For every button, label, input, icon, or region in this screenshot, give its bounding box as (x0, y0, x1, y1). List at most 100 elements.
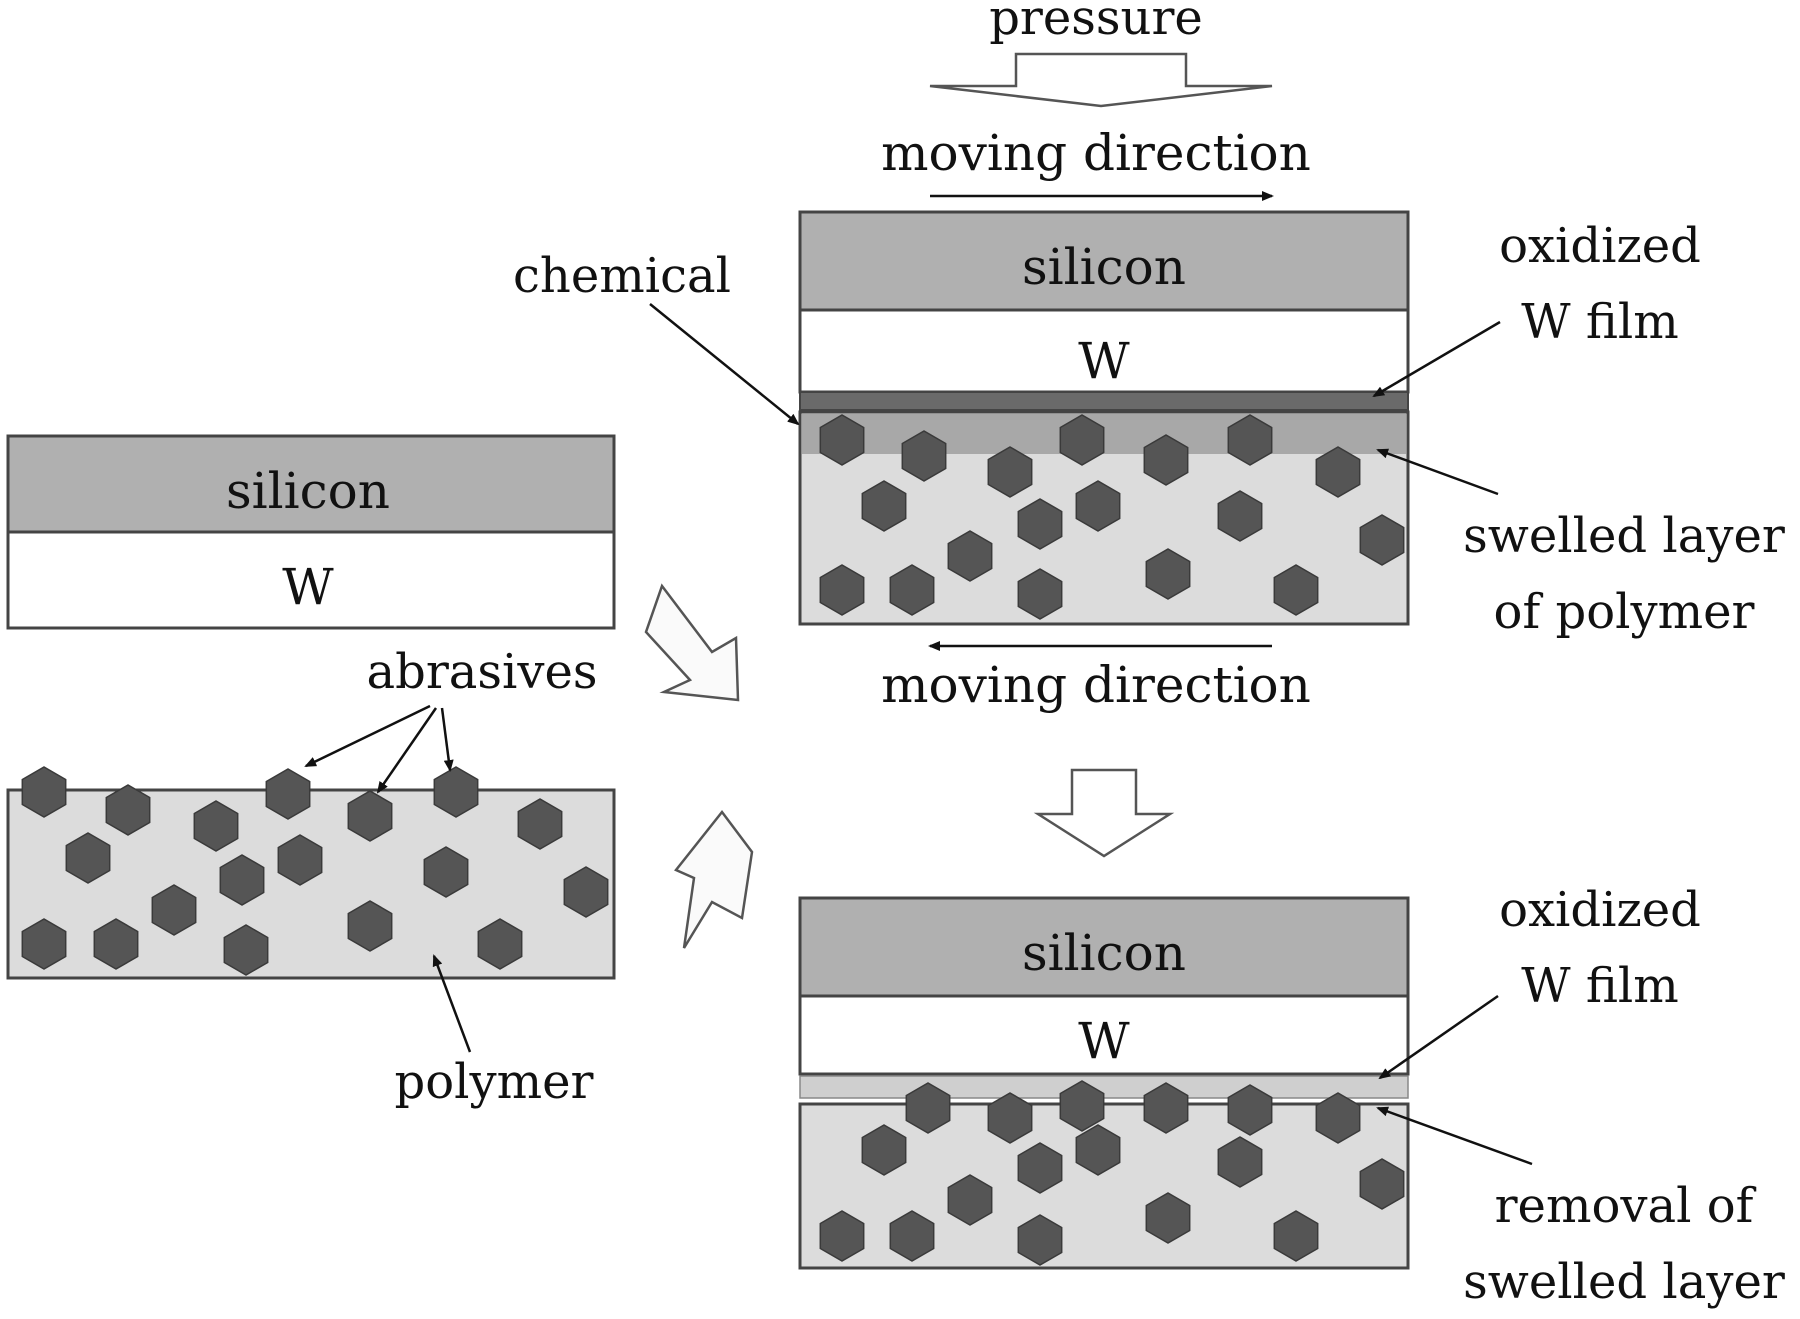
polymer-label: polymer (395, 1054, 594, 1110)
abrasive-particle (1143, 1082, 1189, 1134)
bottom-w-label: W (1078, 1012, 1130, 1070)
swelled-label-line2: of polymer (1494, 584, 1755, 640)
moving-direction-bottom-label: moving direction (881, 656, 1311, 714)
abrasive-particle (889, 1210, 935, 1262)
down-arrow-icon (1033, 768, 1175, 858)
bottom-abrasive-particles (819, 1080, 1405, 1266)
abrasive-particle (1075, 1124, 1121, 1176)
abrasives-arrow-1 (304, 704, 431, 768)
abrasive-particle (1315, 1092, 1361, 1144)
abrasive-particle (1059, 1080, 1105, 1132)
swelled-arrow (1376, 448, 1499, 496)
left-panel: silicon W abrasives polymer (6, 434, 616, 1110)
abrasive-particle (1075, 480, 1121, 532)
bottom-right-panel: silicon W oxidized W film removal of swe… (798, 882, 1785, 1310)
abrasive-particle (1145, 548, 1191, 600)
abrasive-particle (563, 866, 609, 918)
abrasive-particle (65, 832, 111, 884)
oxidized-top-label-line2: W film (1521, 294, 1678, 350)
top-oxidized-film (799, 391, 1409, 411)
abrasive-particle (819, 414, 865, 466)
left-silicon-label: silicon (226, 462, 390, 520)
abrasive-particle (1017, 498, 1063, 550)
abrasive-particle (987, 1092, 1033, 1144)
left-abrasive-particles (21, 766, 609, 976)
removal-label-line2: swelled layer (1463, 1254, 1785, 1310)
removal-label-line1: removal of (1495, 1178, 1757, 1234)
abrasive-particle (987, 446, 1033, 498)
abrasive-particle (219, 854, 265, 906)
abrasive-particle (105, 784, 151, 836)
abrasive-particle (477, 918, 523, 970)
abrasive-particle (223, 924, 269, 976)
top-w-label: W (1078, 332, 1130, 390)
cycle-arrow-lower-icon (674, 809, 754, 949)
left-w-layer (6, 530, 616, 630)
abrasives-label: abrasives (366, 644, 597, 700)
abrasive-particle (433, 766, 479, 818)
abrasive-particle (1145, 1192, 1191, 1244)
abrasive-particle (151, 884, 197, 936)
top-w-layer (798, 308, 1410, 394)
abrasive-particle (1143, 434, 1189, 486)
abrasive-particle (889, 564, 935, 616)
cycle-arrows (644, 583, 1175, 949)
abrasive-particle (819, 564, 865, 616)
bottom-silicon-label: silicon (1022, 924, 1186, 982)
abrasive-particle (93, 918, 139, 970)
moving-direction-top-label: moving direction (881, 124, 1311, 182)
pressure-label: pressure (989, 0, 1203, 46)
abrasive-particle (277, 834, 323, 886)
chemical-label: chemical (513, 248, 731, 304)
top-right-panel: pressure moving direction silicon W chem… (513, 0, 1785, 714)
abrasive-particle (947, 530, 993, 582)
abrasive-particle (947, 1174, 993, 1226)
abrasive-particle (517, 798, 563, 850)
abrasive-particle (1359, 514, 1405, 566)
bottom-w-layer (798, 994, 1410, 1076)
oxidized-top-label-line1: oxidized (1499, 218, 1701, 274)
abrasive-particle (861, 1124, 907, 1176)
abrasive-particle (21, 918, 67, 970)
chemical-arrow (649, 303, 800, 426)
abrasive-particle (1227, 414, 1273, 466)
abrasive-particle (1017, 1214, 1063, 1266)
top-silicon-label: silicon (1022, 238, 1186, 296)
abrasive-particle (193, 800, 239, 852)
left-silicon-layer (6, 434, 616, 534)
abrasive-particle (1059, 414, 1105, 466)
left-w-label: W (282, 558, 334, 616)
abrasive-particle (1227, 1084, 1273, 1136)
oxidized-bottom-arrow (1378, 994, 1499, 1080)
oxidized-bottom-label-line2: W film (1521, 958, 1678, 1014)
oxidized-top-arrow (1372, 320, 1501, 398)
cycle-arrow-upper-icon (644, 583, 740, 702)
polymer-arrow (432, 954, 472, 1053)
abrasive-particle (1273, 564, 1319, 616)
top-abrasive-particles (819, 414, 1405, 620)
abrasive-particle (1217, 490, 1263, 542)
oxidized-bottom-label-line1: oxidized (1499, 882, 1701, 938)
abrasives-arrow-3 (440, 707, 454, 772)
abrasive-particle (265, 768, 311, 820)
abrasive-particle (861, 480, 907, 532)
abrasives-arrow-2 (376, 707, 438, 794)
abrasive-particle (423, 846, 469, 898)
top-silicon-layer (798, 210, 1410, 312)
abrasive-particle (901, 430, 947, 482)
abrasive-particle (1315, 446, 1361, 498)
abrasive-particle (1359, 1158, 1405, 1210)
abrasive-particle (1017, 1142, 1063, 1194)
abrasive-particle (1017, 568, 1063, 620)
abrasive-particle (347, 790, 393, 842)
abrasive-particle (347, 900, 393, 952)
swelled-label-line1: swelled layer (1463, 508, 1785, 564)
abrasive-particle (905, 1082, 951, 1134)
abrasive-particle (1217, 1136, 1263, 1188)
bottom-silicon-layer (798, 896, 1410, 998)
abrasive-particle (1273, 1210, 1319, 1262)
abrasive-particle (819, 1210, 865, 1262)
removal-arrow (1376, 1106, 1533, 1166)
abrasive-particle (21, 766, 67, 818)
